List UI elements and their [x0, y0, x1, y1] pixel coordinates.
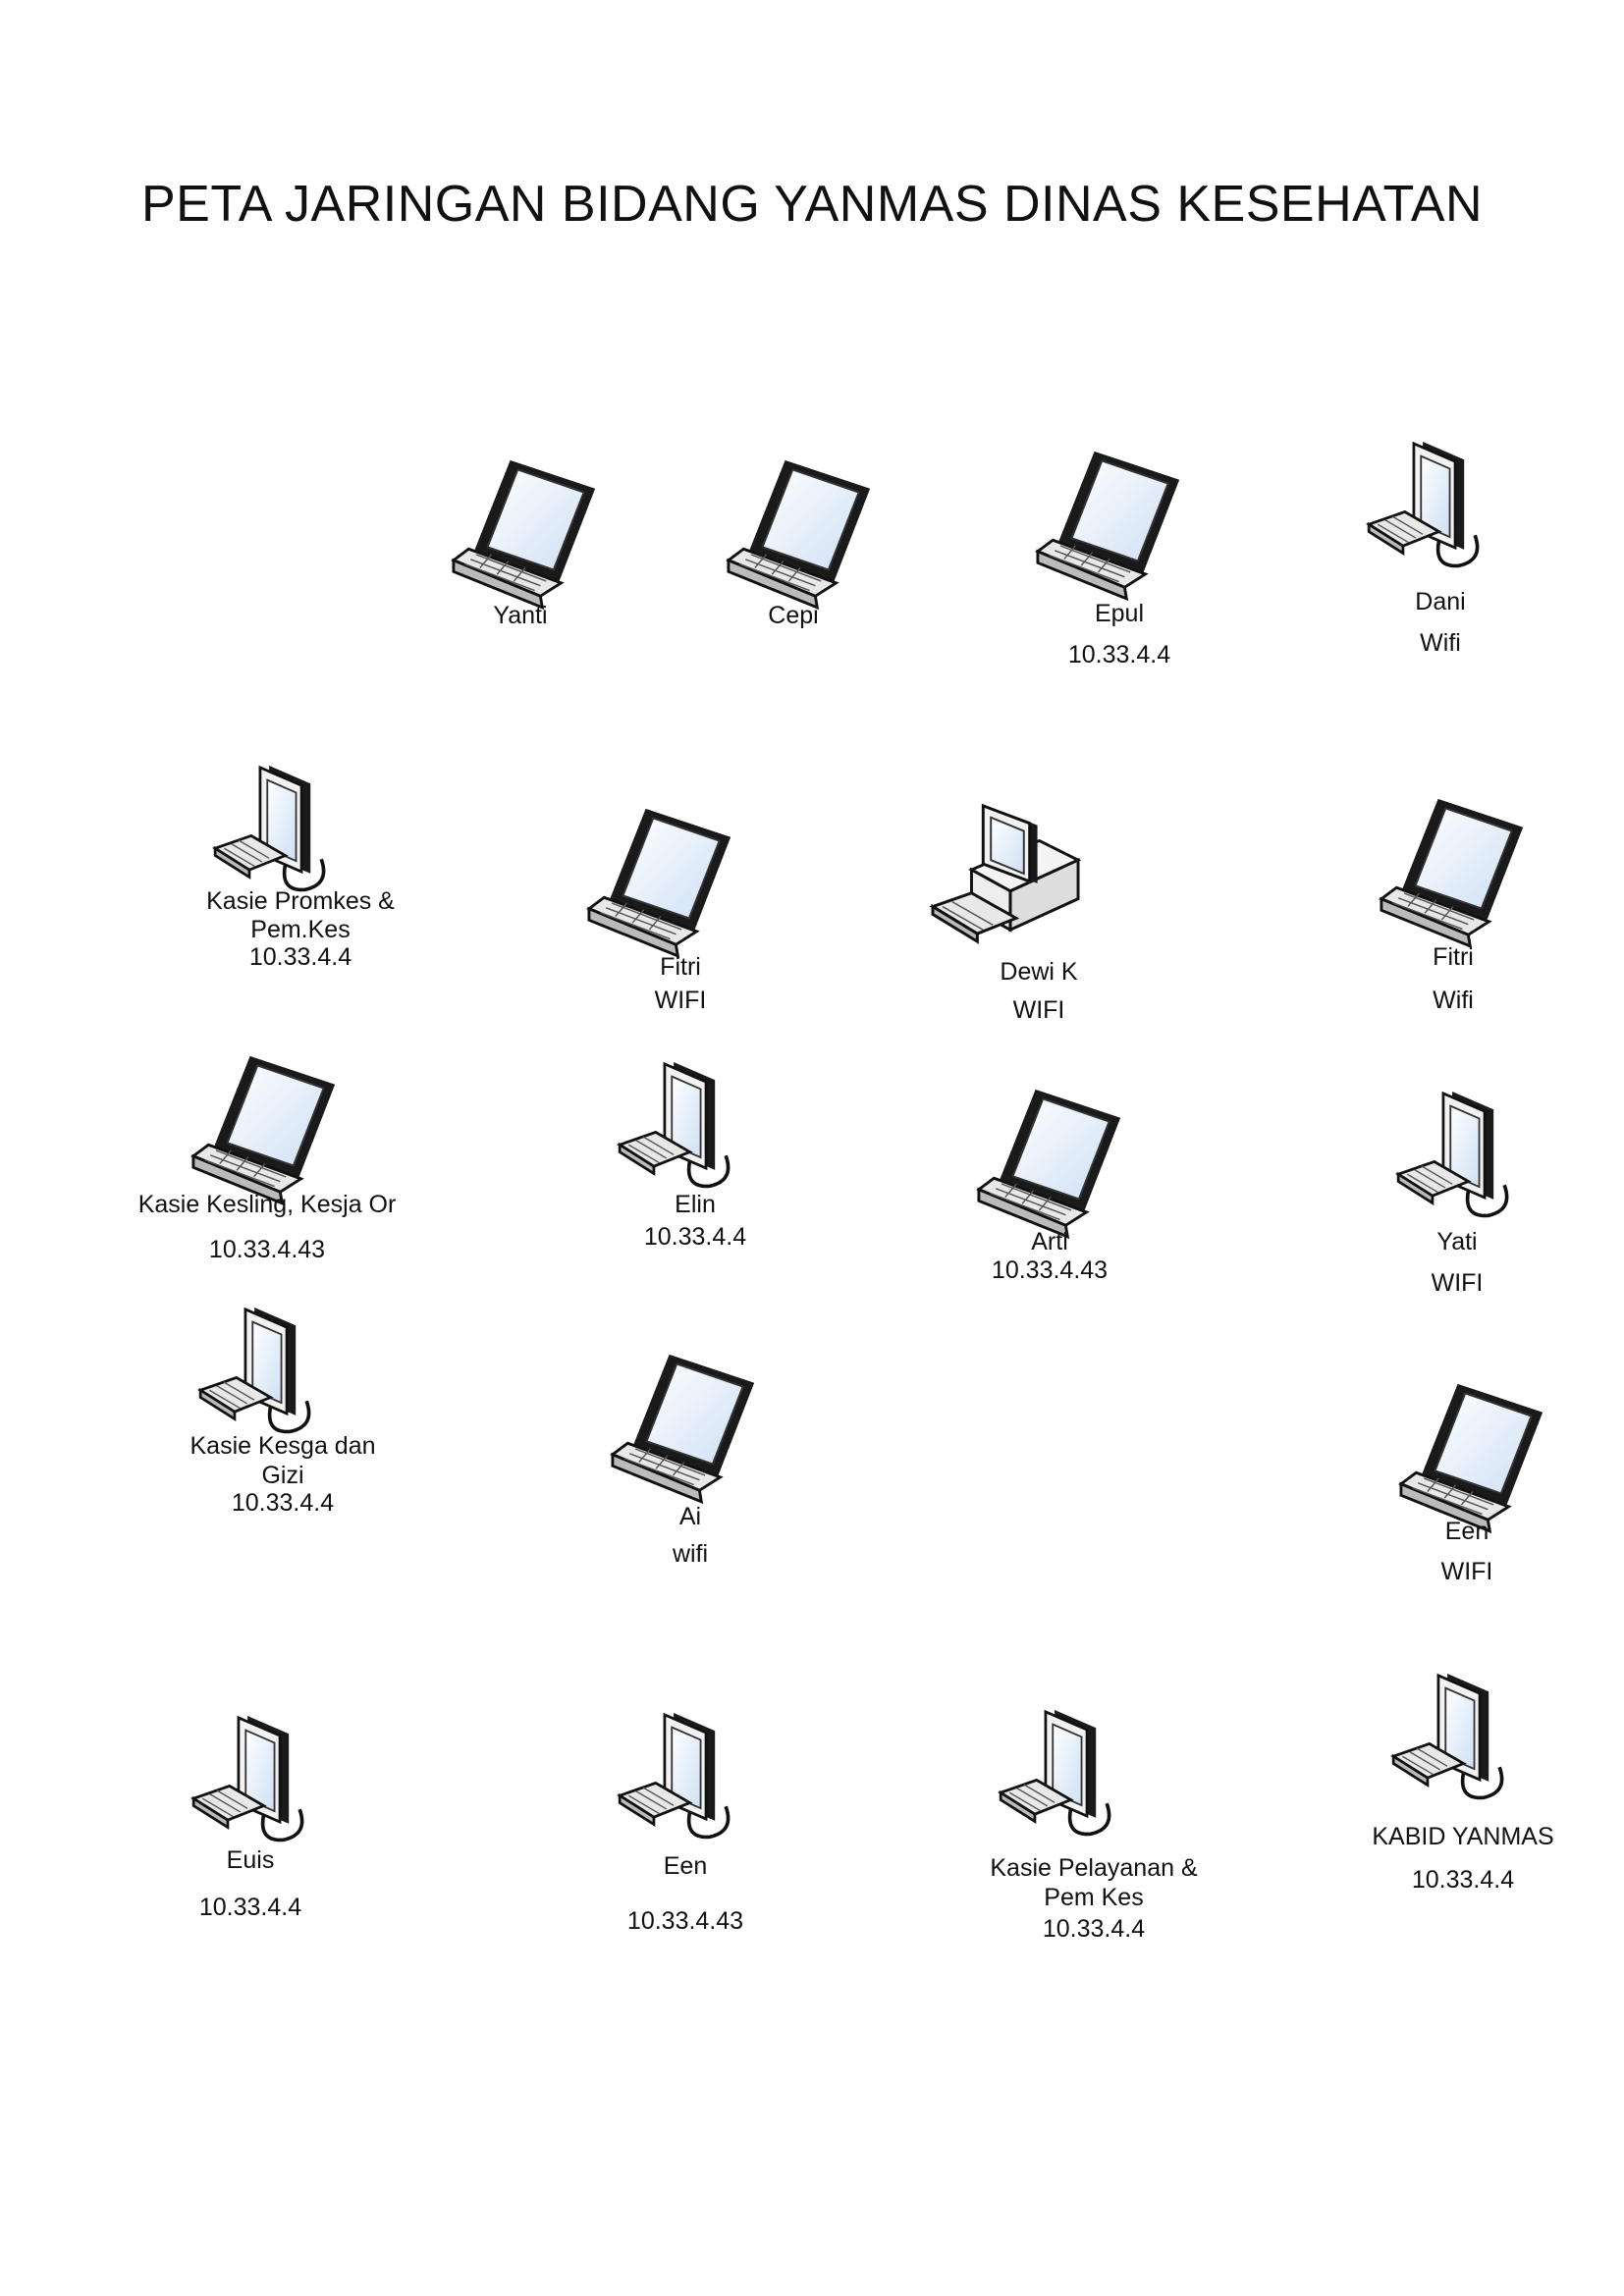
device-name-label: Yanti [493, 602, 548, 629]
device-name-label: Dani [1415, 588, 1466, 615]
device-name-label: Kasie Pelayanan & [990, 1854, 1198, 1882]
workstation-icon [1390, 1673, 1504, 1800]
device-info-label: Gizi [261, 1462, 304, 1489]
laptop-icon [586, 808, 731, 959]
device-name-label: Arti [1031, 1228, 1068, 1255]
device-info-label: 10.33.4.43 [991, 1256, 1109, 1284]
laptop-icon [610, 1354, 755, 1505]
device-info-label: WIFI [1012, 996, 1065, 1024]
device-name-label: Een [663, 1852, 708, 1880]
workstation-icon [212, 765, 326, 892]
device-info-label: 10.33.4.4 [1411, 1866, 1515, 1894]
device-name-label: Kasie Kesling, Kesja Or [137, 1191, 397, 1218]
workstation-icon [617, 1061, 731, 1189]
device-name-label: Ai [678, 1503, 702, 1530]
device-info-label: 10.33.4.4 [1067, 641, 1171, 668]
device-name-label: Elin [675, 1191, 716, 1218]
device-info-label: Wifi [1433, 987, 1474, 1014]
device-info-label: wifi [672, 1540, 709, 1568]
page-title: PETA JARINGAN BIDANG YANMAS DINAS KESEHA… [141, 176, 1484, 233]
laptop-icon [976, 1089, 1121, 1240]
laptop-icon [1398, 1383, 1543, 1534]
device-info-label: Wifi [1420, 629, 1461, 657]
laptop-icon [451, 459, 596, 611]
device-info-label: WIFI [654, 987, 707, 1014]
device-info-label: 10.33.4.4 [198, 1894, 302, 1921]
device-info-label: WIFI [1440, 1558, 1493, 1585]
device-name-label: Cepi [768, 602, 819, 629]
device-name-label: KABID YANMAS [1372, 1823, 1554, 1850]
device-info-label: 10.33.4.4 [231, 1489, 335, 1517]
device-name-label: Epul [1094, 600, 1145, 627]
device-info-label: WIFI [1431, 1269, 1484, 1297]
workstation-icon [1395, 1091, 1509, 1218]
device-info-label: 10.33.4.43 [208, 1236, 326, 1263]
device-name-label: Fitri [660, 953, 701, 981]
device-info-label: Pem.Kes [250, 916, 351, 943]
device-info-label: Pem Kes [1044, 1884, 1144, 1911]
laptop-icon [190, 1055, 336, 1206]
laptop-icon [726, 459, 871, 611]
workstation-icon [617, 1712, 731, 1840]
device-info-label: 10.33.4.4 [1042, 1915, 1146, 1943]
laptop-icon [1379, 798, 1524, 949]
device-name-label: Fitri [1433, 943, 1474, 971]
device-name-label: Kasie Kesga dan [189, 1432, 376, 1460]
device-info-label: 10.33.4.43 [626, 1907, 744, 1935]
laptop-icon [1035, 451, 1180, 602]
device-name-label: Dewi K [1000, 958, 1078, 986]
workstation-icon [1366, 441, 1480, 568]
device-info-label: 10.33.4.4 [643, 1223, 747, 1251]
workstation-icon [197, 1307, 311, 1434]
device-name-label: Yati [1436, 1228, 1478, 1255]
desktop-icon [929, 803, 1082, 944]
device-info-label: 10.33.4.4 [248, 943, 352, 971]
device-name-label: Een [1444, 1518, 1489, 1545]
device-name-label: Kasie Promkes & [206, 887, 395, 915]
workstation-icon [190, 1715, 304, 1842]
device-name-label: Euis [226, 1846, 275, 1874]
workstation-icon [998, 1709, 1111, 1837]
